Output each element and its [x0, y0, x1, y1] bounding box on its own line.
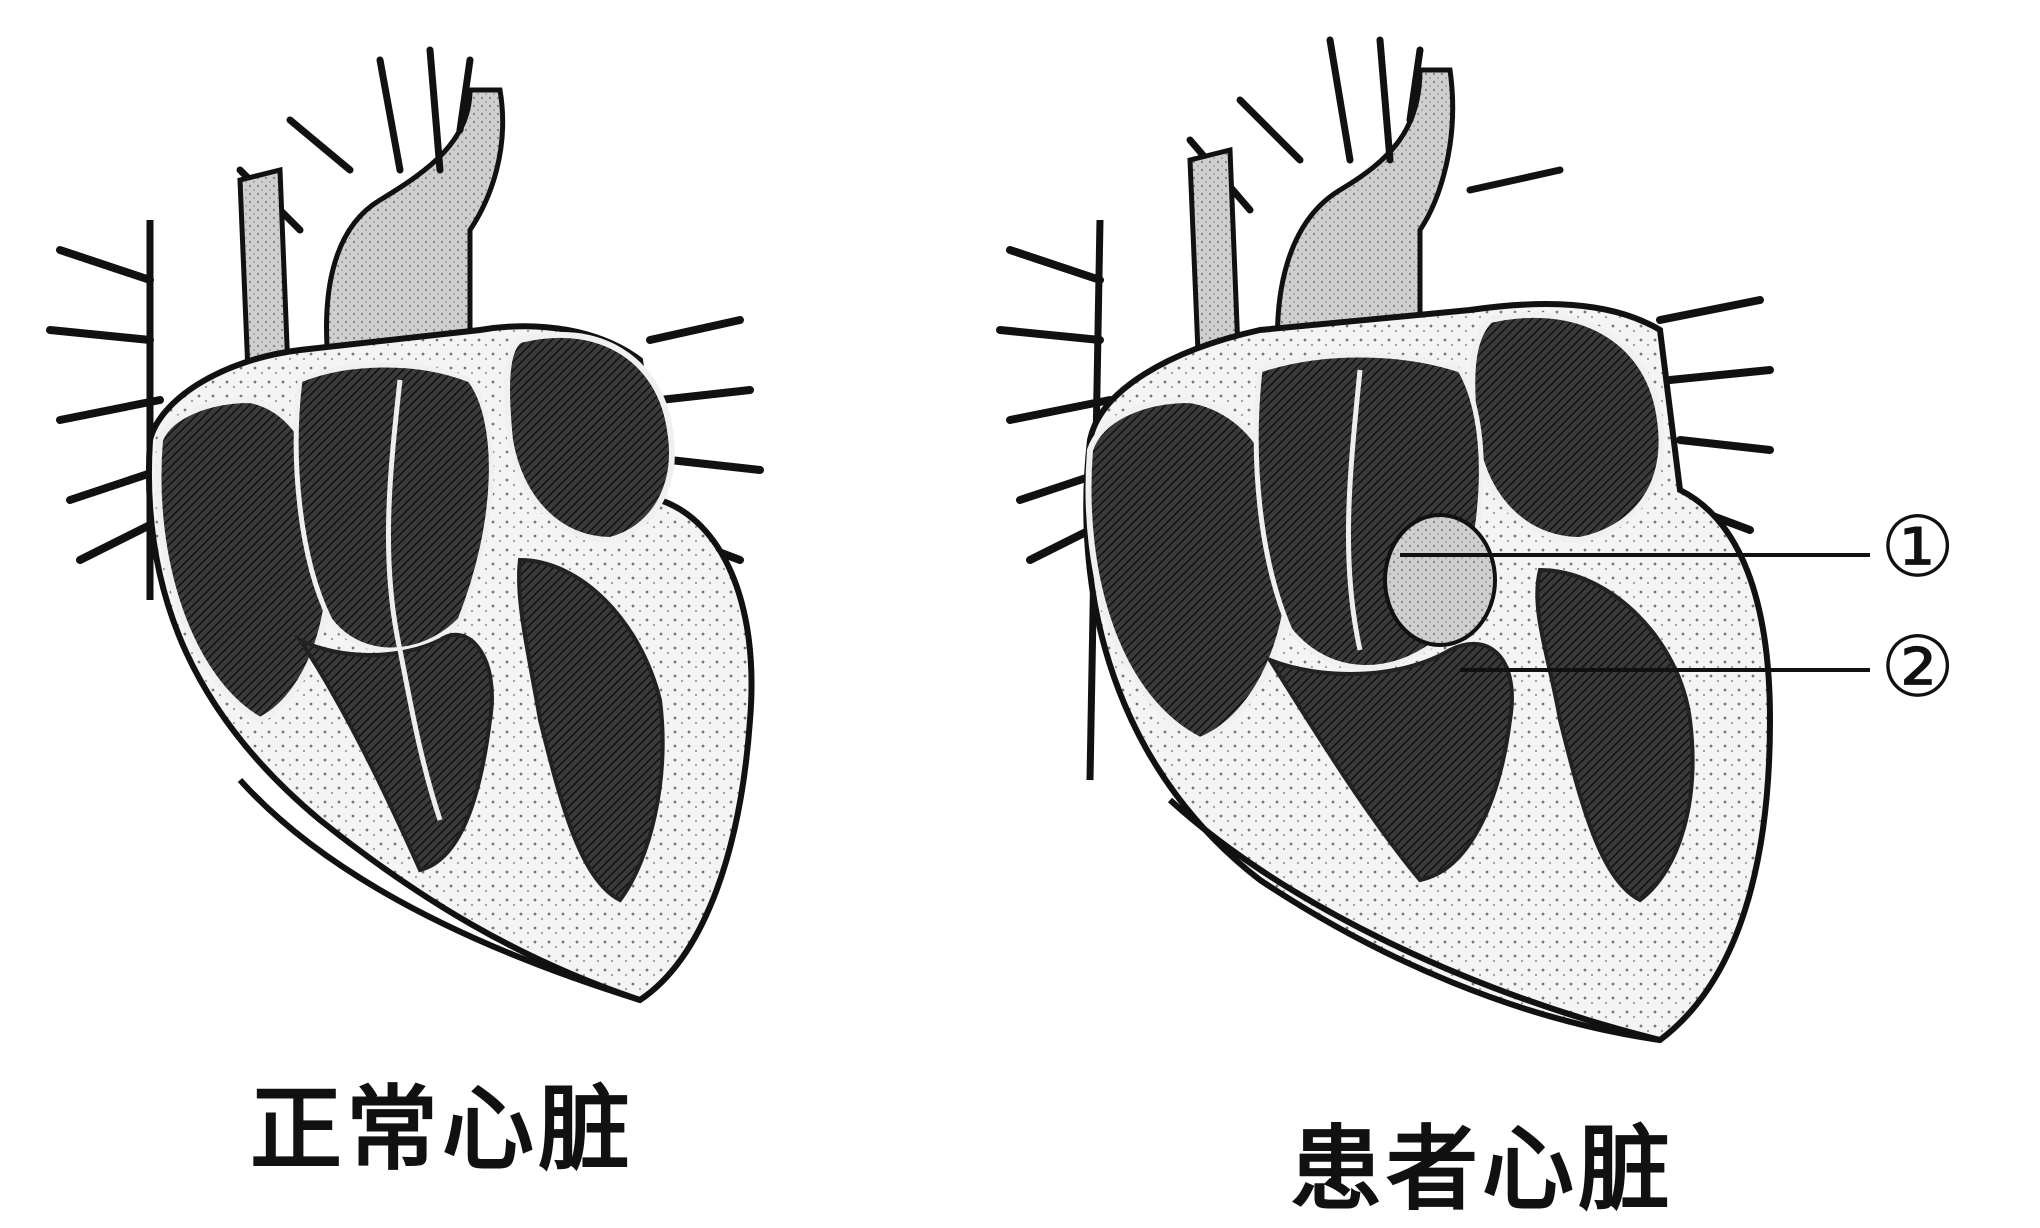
- normal-heart-caption: 正常心脏: [250, 1055, 634, 1188]
- patient-heart-caption: 患者心脏: [1290, 1095, 1674, 1228]
- normal-left-pulmonary-veins: [50, 250, 160, 560]
- figure-canvas: ① ② 正常心脏 患者心脏: [0, 0, 2040, 1191]
- patient-heart: [1000, 40, 1870, 1040]
- normal-heart: [50, 50, 760, 1000]
- marker-1: ①: [1880, 505, 1955, 589]
- patient-septal-defect: [1385, 515, 1495, 645]
- marker-2: ②: [1880, 625, 1955, 709]
- heart-illustrations: [0, 0, 2040, 1191]
